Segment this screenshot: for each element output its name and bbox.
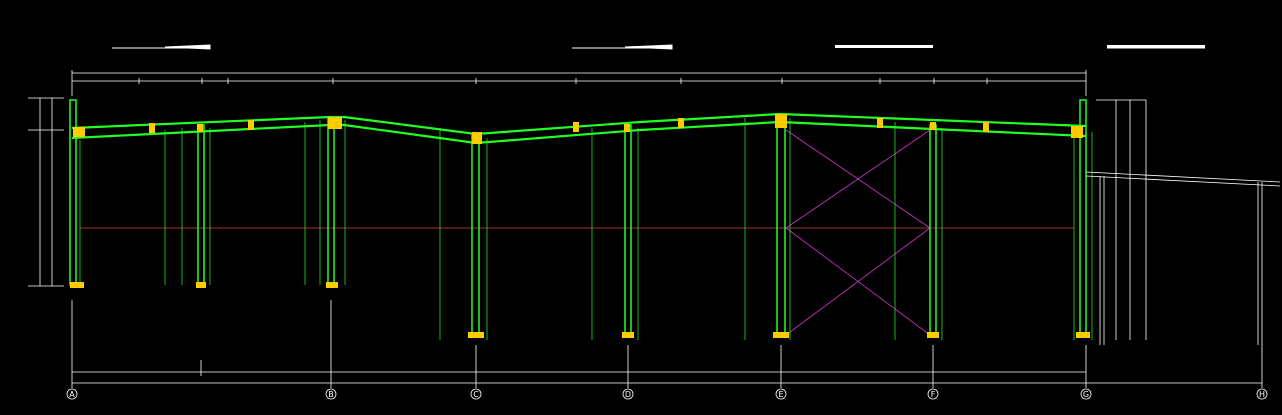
grid-bubble-d [622,388,634,400]
grid-bubble-b [325,388,337,400]
cross-bracing [785,129,931,336]
top-dimension-lines [71,70,1087,96]
column-bases [70,282,1090,338]
left-elevation-dimensions [28,97,64,287]
grid-label-b: B [328,390,334,399]
grid-bubble-e [775,388,787,400]
grid-label-g: G [1083,390,1089,399]
grid-label-f: F [931,390,936,399]
grid-bubble-c [470,388,482,400]
grid-label-d: D [625,390,631,399]
grid-label-a: A [69,390,75,399]
grid-label-c: C [473,390,479,399]
connection-plates [73,114,1083,144]
grid-bubble-h [1256,388,1268,400]
grid-label-h: H [1259,390,1265,399]
grid-axis-bubbles [66,388,1268,400]
bottom-dimension-lines [71,300,1263,388]
grid-label-e: E [778,390,783,399]
grid-axis-labels: A B C D E F G H [69,390,1265,399]
grid-bubble-a [66,388,78,400]
secondary-framing [79,118,1093,340]
grid-bubble-g [1080,388,1092,400]
grid-bubble-f [927,388,939,400]
section-title-blocks [112,44,1205,50]
adjacent-structure [1085,99,1281,345]
